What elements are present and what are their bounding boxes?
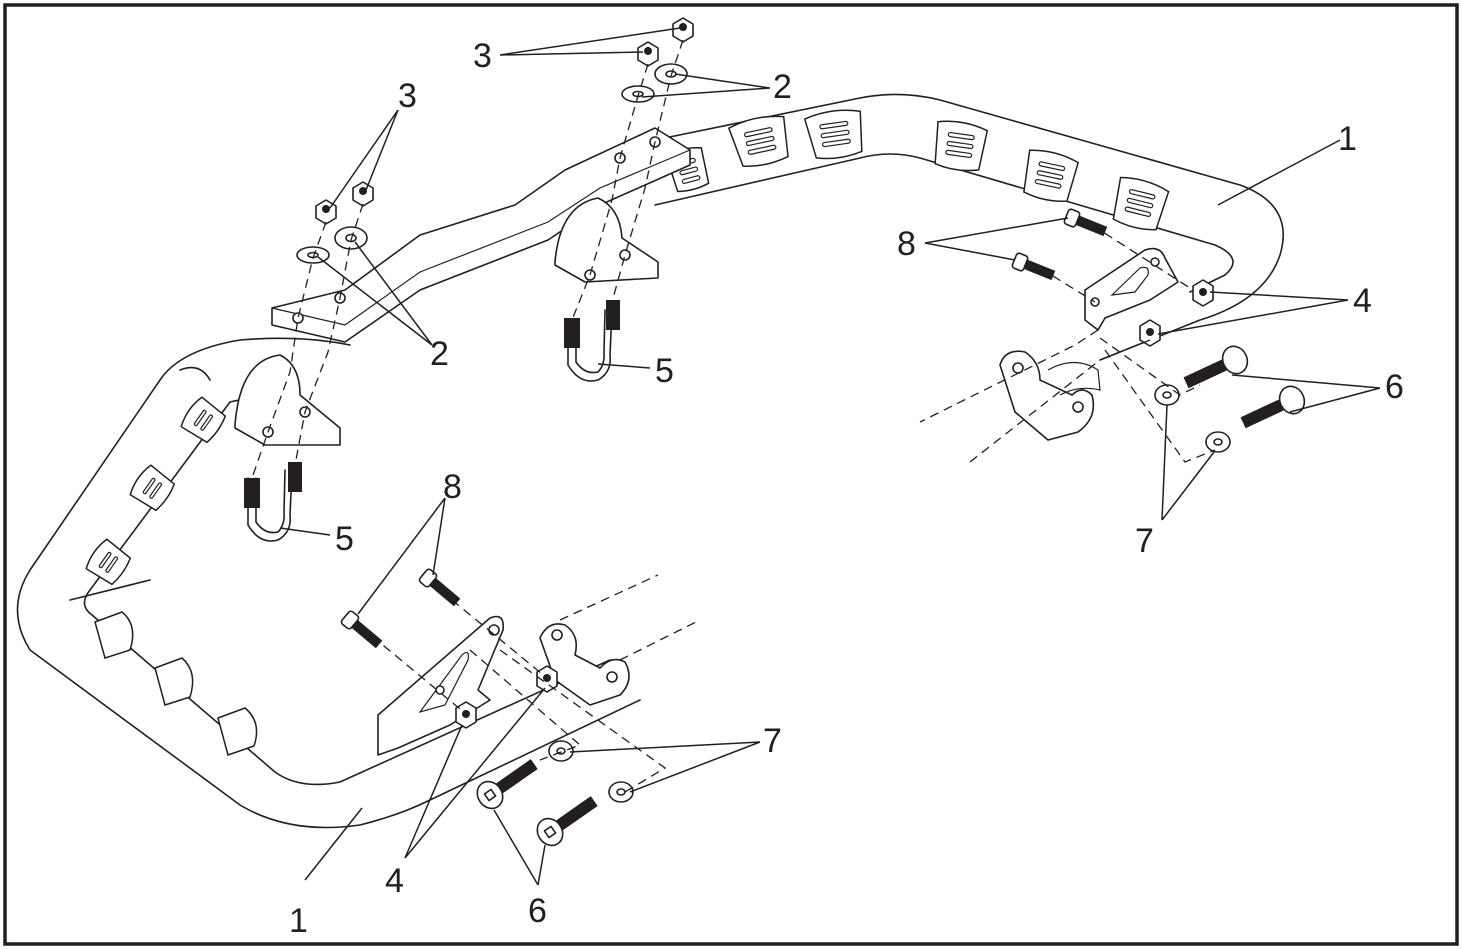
callout-3-top: 3: [473, 37, 492, 75]
callout-7-lower: 7: [763, 722, 782, 760]
callout-2-left: 2: [430, 335, 449, 373]
bolts-6-right: [1183, 345, 1306, 429]
callout-1-lower: 1: [289, 902, 308, 940]
bolts-8-lower: [340, 568, 461, 649]
mount-bracket-lower-left: [377, 615, 505, 756]
diagram-frame: [3, 3, 1459, 946]
callout-8-lower: 8: [443, 468, 462, 506]
assembly-lines-top: [251, 39, 684, 479]
flat-bracket-plate: [271, 127, 691, 343]
washers-7-lower: [548, 740, 634, 803]
nuts-top: [315, 17, 694, 225]
assembly-lines-right: [919, 224, 1216, 463]
callout-3-left: 3: [398, 77, 417, 115]
callout-5-right: 5: [655, 352, 674, 390]
callout-7-right: 7: [1135, 522, 1154, 560]
u-bolt-right: [564, 300, 620, 382]
grip-pads: [85, 109, 1170, 756]
callout-2-top: 2: [773, 68, 792, 106]
clamp-saddle-left: [234, 354, 341, 446]
assembly-lines-lower-left: [371, 574, 701, 796]
callout-8-right: 8: [897, 225, 916, 263]
callout-4-lower: 4: [385, 862, 404, 900]
leader-lines: [279, 27, 1381, 886]
callout-numbers: 3 2 3 2 5 5 1 8 4 6 7 8 7 4 6 1: [289, 37, 1404, 940]
clamp-saddle-right: [554, 197, 659, 283]
callout-5-left: 5: [335, 520, 354, 558]
bolts-6-lower: [476, 759, 598, 847]
u-bolt-left: [244, 462, 302, 542]
bolts-8-right: [1011, 208, 1108, 281]
nuts-4-right: [1139, 279, 1214, 347]
callout-4-right: 4: [1353, 282, 1372, 320]
pivot-bracket-lower-left: [539, 623, 630, 706]
callout-6-lower: 6: [528, 892, 547, 930]
callout-6-right: 6: [1385, 368, 1404, 406]
tube-bar: [16, 93, 1284, 829]
mount-bracket-right: [1084, 247, 1179, 331]
callout-1-top-right: 1: [1338, 120, 1357, 158]
washers-7-right: [1154, 384, 1231, 453]
pivot-bracket-right: [999, 350, 1101, 441]
